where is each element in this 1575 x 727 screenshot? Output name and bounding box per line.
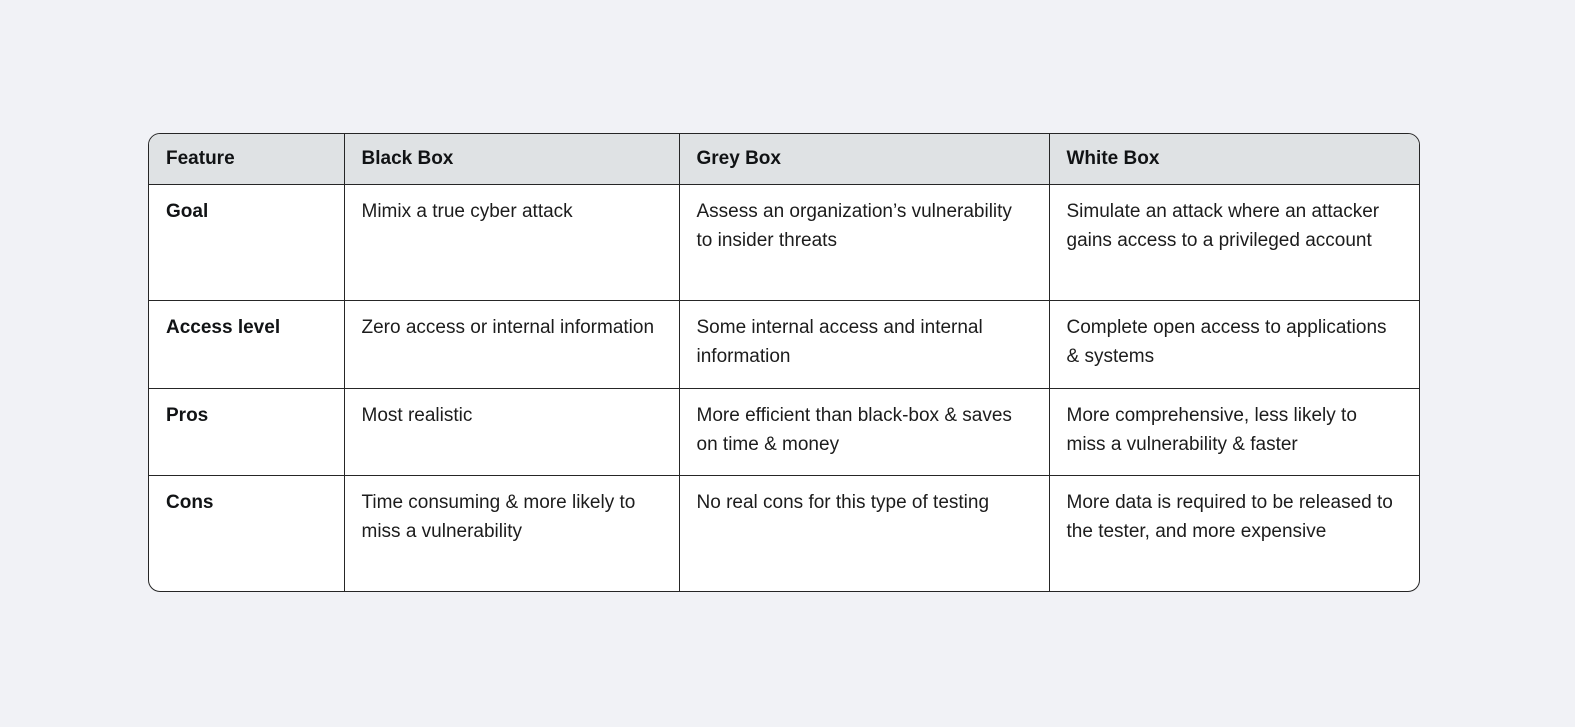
comparison-table: Feature Black Box Grey Box White Box Goa… [148,133,1420,592]
cell-goal-black-box: Mimix a true cyber attack [344,184,680,301]
cell-access-black-box: Zero access or internal information [344,300,680,389]
cell-goal-white-box: Simulate an attack where an attacker gai… [1049,184,1419,301]
table-row-pros: Pros Most realistic More efficient than … [149,388,1419,476]
feature-label-goal: Goal [149,184,345,301]
feature-label-access-level: Access level [149,300,345,389]
cell-cons-grey-box: No real cons for this type of testing [679,475,1050,591]
cell-cons-black-box: Time consuming & more likely to miss a v… [344,475,680,591]
cell-cons-white-box: More data is required to be released to … [1066,491,1393,542]
table-row-goal: Goal Mimix a true cyber attack Assess an… [149,184,1419,301]
column-header-grey-box: Grey Box [679,134,1050,185]
cell-pros-grey-box: More efficient than black-box & saves on… [679,388,1050,476]
column-header-white-box: White Box [1049,134,1419,185]
header-row: Feature Black Box Grey Box White Box [149,134,1419,185]
cell-access-grey-box: Some internal access and internal inform… [679,300,1050,389]
table-row-cons: Cons Time consuming & more likely to mis… [149,475,1419,591]
cell-access-white-box: Complete open access to applications & s… [1049,300,1419,389]
feature-label-pros: Pros [149,388,345,476]
column-header-black-box: Black Box [344,134,680,185]
cell-pros-black-box: Most realistic [344,388,680,476]
column-header-feature: Feature [149,134,345,185]
cell-goal-grey-box: Assess an organization’s vulnerability t… [679,184,1050,301]
cell-pros-white-box: More comprehensive, less likely to miss … [1049,388,1419,476]
table-row-access-level: Access level Zero access or internal inf… [149,300,1419,389]
pentest-comparison-table: Feature Black Box Grey Box White Box Goa… [149,134,1419,591]
feature-label-cons: Cons [149,475,345,591]
